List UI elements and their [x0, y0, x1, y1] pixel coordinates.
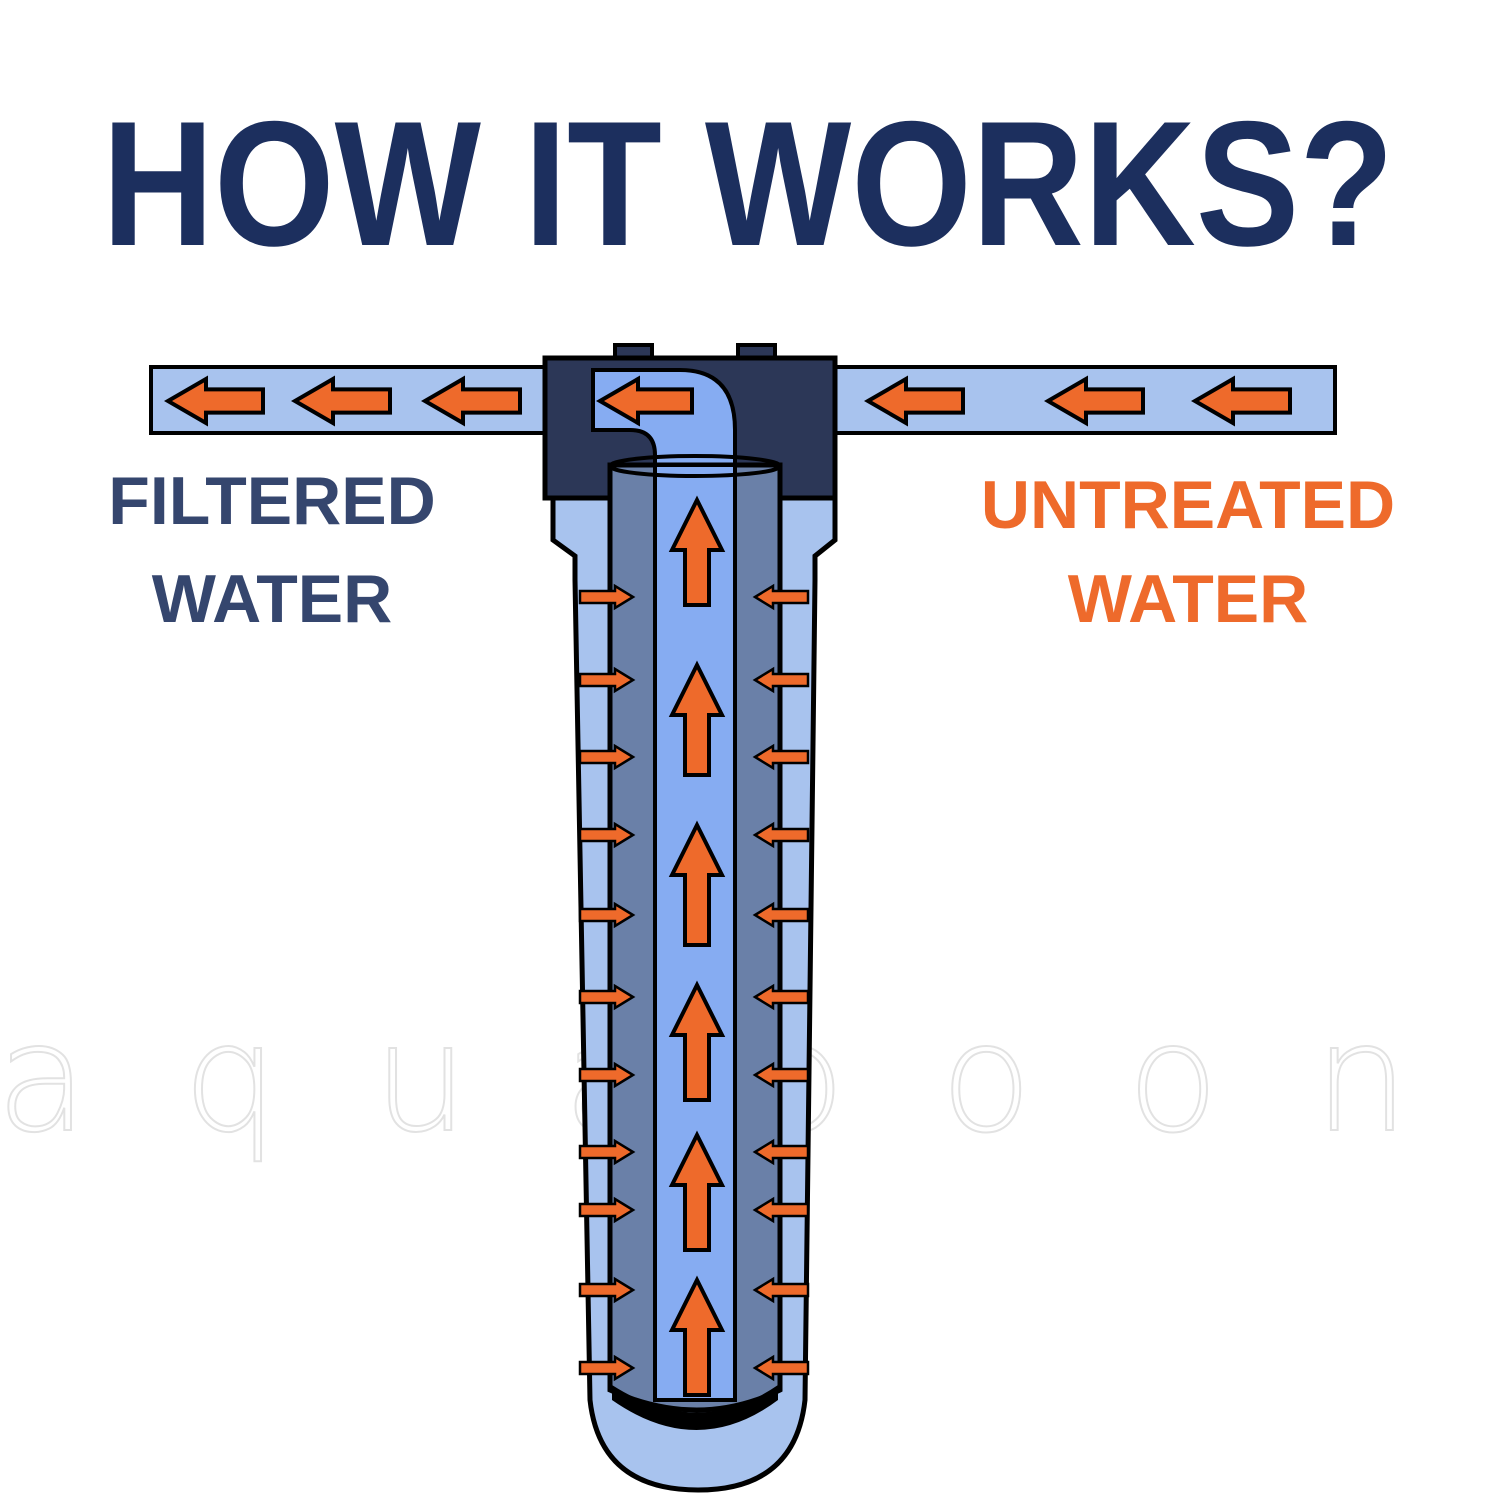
cartridge-end-cap: [612, 1385, 778, 1430]
inward-arrow-right-side: [752, 743, 810, 771]
inward-arrow-left-side: [578, 1196, 636, 1224]
inward-arrow-right-side: [752, 583, 810, 611]
filtered-label-line1: FILTERED: [108, 463, 435, 539]
untreated-label-line2: WATER: [1068, 561, 1309, 637]
page-title: HOW IT WORKS?: [102, 84, 1394, 283]
inward-arrow-right-side: [752, 901, 810, 929]
up-flow-arrow: [668, 495, 726, 607]
inward-arrow-right-side: [752, 1196, 810, 1224]
left-flow-arrow: [291, 375, 392, 427]
up-flow-arrow: [668, 660, 726, 777]
inward-arrow-left-side: [578, 743, 636, 771]
inward-arrow-left-side: [578, 583, 636, 611]
left-flow-arrow: [1191, 375, 1292, 427]
inward-arrow-left-side: [578, 1276, 636, 1304]
filtered-label-line2: WATER: [152, 561, 393, 637]
inward-arrow-right-side: [752, 1061, 810, 1089]
inward-arrow-right-side: [752, 983, 810, 1011]
cartridge-top-rim: [608, 454, 782, 478]
untreated-label-line1: UNTREATED: [981, 467, 1395, 543]
left-flow-arrow: [164, 375, 265, 427]
inward-arrow-right-side: [752, 666, 810, 694]
left-flow-arrow: [596, 375, 694, 427]
inward-arrow-left-side: [578, 1138, 636, 1166]
inward-arrow-left-side: [578, 983, 636, 1011]
up-flow-arrow: [668, 1130, 726, 1252]
left-flow-arrow: [864, 375, 965, 427]
inward-arrow-left-side: [578, 901, 636, 929]
left-flow-arrow: [421, 375, 522, 427]
inward-arrow-left-side: [578, 821, 636, 849]
inward-arrow-right-side: [752, 1138, 810, 1166]
inward-arrow-right-side: [752, 1354, 810, 1382]
inward-arrow-left-side: [578, 1061, 636, 1089]
inward-arrow-right-side: [752, 821, 810, 849]
up-flow-arrow: [668, 1275, 726, 1397]
flow-arrows: [164, 375, 1292, 1397]
left-flow-arrow: [1044, 375, 1145, 427]
inward-arrow-right-side: [752, 1276, 810, 1304]
up-flow-arrow: [668, 820, 726, 947]
up-flow-arrow: [668, 980, 726, 1102]
inward-arrow-left-side: [578, 666, 636, 694]
inward-arrow-left-side: [578, 1354, 636, 1382]
